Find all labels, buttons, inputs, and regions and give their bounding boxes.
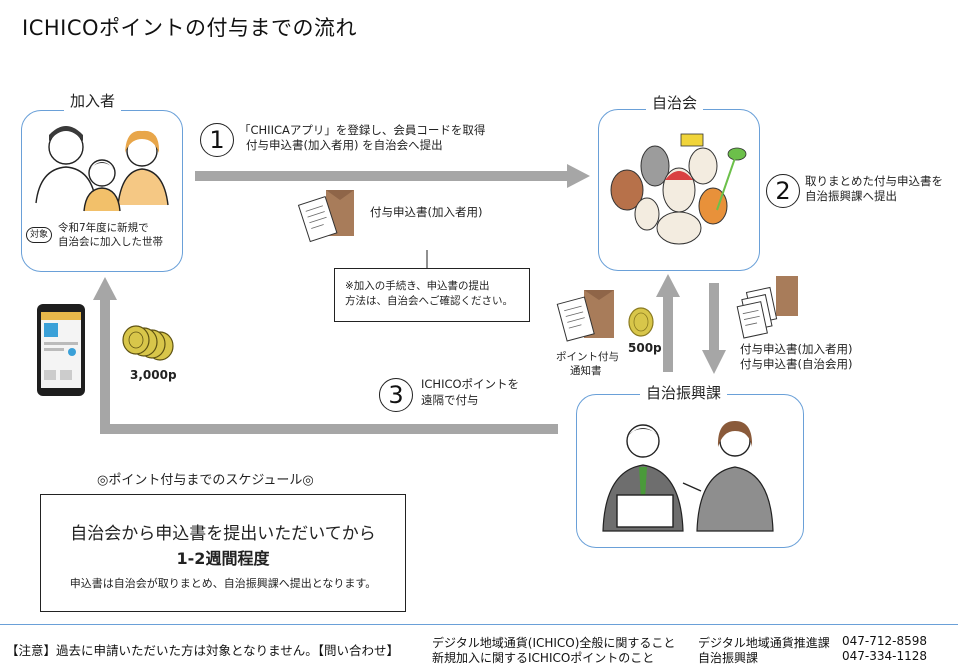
- family-illustration: [35, 126, 169, 212]
- footer-notice: 【注意】過去に申請いただいた方は対象となりません。【問い合わせ】: [6, 643, 400, 658]
- target-text-1: 令和7年度に新規で: [58, 222, 149, 234]
- mascot-group-illustration: [610, 133, 747, 245]
- office-label: 自治振興課: [640, 382, 728, 403]
- footer-inquiry-1: デジタル地域通貨(ICHICO)全般に関すること: [432, 636, 676, 650]
- footer-tel-1: 047-712-8598: [842, 634, 928, 648]
- target-tag: 対象: [26, 227, 52, 243]
- notice-label-1: ポイント付与: [556, 351, 619, 363]
- step1-line2: 付与申込書(加入者用) を自治会へ提出: [246, 138, 443, 152]
- arrow-notice-up: [656, 274, 680, 372]
- step1-number: 1: [200, 123, 234, 157]
- staff-illustration: [602, 421, 774, 532]
- forms-label-assoc: 付与申込書(自治会用): [740, 357, 853, 371]
- arrow-step2: [702, 283, 726, 374]
- schedule-box: 自治会から申込書を提出いただいてから 1-2週間程度 申込書は自治会が取りまとめ…: [40, 494, 406, 612]
- member-node: 対象 令和7年度に新規で 自治会に加入した世帯: [21, 110, 183, 272]
- coin-500-icon: [628, 307, 654, 337]
- association-node: [598, 109, 760, 271]
- association-label: 自治会: [646, 92, 704, 113]
- note-line2: 方法は、自治会へご確認ください。: [345, 295, 513, 307]
- step2-line1: 取りまとめた付与申込書を: [805, 174, 943, 188]
- schedule-line1: 自治会から申込書を提出いただいてから: [70, 524, 376, 544]
- page-title: ICHICOポイントの付与までの流れ: [22, 16, 358, 40]
- coin-stack-icon: [122, 325, 174, 361]
- forms-stack-icon: [736, 276, 798, 339]
- member-form-label: 付与申込書(加入者用): [370, 205, 483, 219]
- schedule-line3: 申込書は自治会が取りまとめ、自治振興課へ提出となります。: [69, 577, 377, 590]
- arrow-step1: [195, 164, 590, 188]
- member-label: 加入者: [64, 90, 122, 111]
- footer-dept-2: 自治振興課: [698, 651, 759, 665]
- notice-label-2: 通知書: [570, 365, 602, 377]
- coin-3000-label: 3,000p: [130, 368, 177, 382]
- document-envelope-icon: [297, 190, 354, 243]
- footer-inquiry-2: 新規加入に関するICHICOポイントのこと: [432, 651, 655, 665]
- step2-line2: 自治振興課へ提出: [805, 189, 897, 203]
- coin-500-label: 500p: [628, 341, 662, 355]
- forms-label-member: 付与申込書(加入者用): [740, 342, 853, 356]
- procedure-note-box: ※加入の手続き、申込書の提出 方法は、自治会へご確認ください。: [334, 268, 530, 322]
- footer-tel-2: 047-334-1128: [842, 649, 928, 663]
- step2-number: 2: [766, 174, 800, 208]
- schedule-line2: 1-2週間程度: [176, 549, 270, 568]
- target-text-2: 自治会に加入した世帯: [58, 236, 163, 248]
- step3-number: 3: [379, 378, 413, 412]
- schedule-heading: ◎ポイント付与までのスケジュール◎: [97, 473, 314, 488]
- notice-document-icon: [556, 290, 614, 342]
- smartphone-icon: [37, 304, 85, 396]
- note-line1: ※加入の手続き、申込書の提出: [345, 280, 490, 292]
- step3-line2: 遠隔で付与: [421, 393, 479, 407]
- arrow-step3: [93, 277, 558, 434]
- step1-line1: 「CHIICAアプリ」を登録し、会員コードを取得: [239, 123, 486, 137]
- step3-line1: ICHICOポイントを: [421, 377, 520, 391]
- office-node: [576, 394, 804, 548]
- footer-divider: [0, 624, 958, 625]
- footer-dept-1: デジタル地域通貨推進課: [698, 636, 830, 650]
